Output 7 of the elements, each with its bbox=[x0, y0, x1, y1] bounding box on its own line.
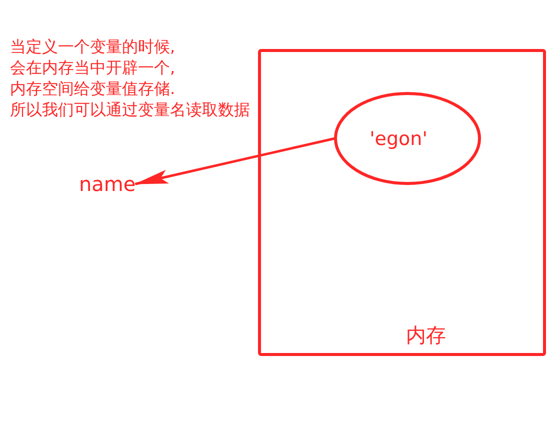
container-box bbox=[258, 49, 546, 356]
arrow bbox=[134, 137, 335, 186]
value-ellipse bbox=[334, 92, 481, 185]
box-label: 内存 bbox=[406, 323, 446, 347]
variable-name: name bbox=[79, 172, 136, 196]
value-text: 'egon' bbox=[370, 126, 428, 150]
note-text: 当定义一个变量的时候,会在内存当中开辟一个,内存空间给变量值存储.所以我们可以通过变量名读取数据 bbox=[10, 36, 250, 120]
